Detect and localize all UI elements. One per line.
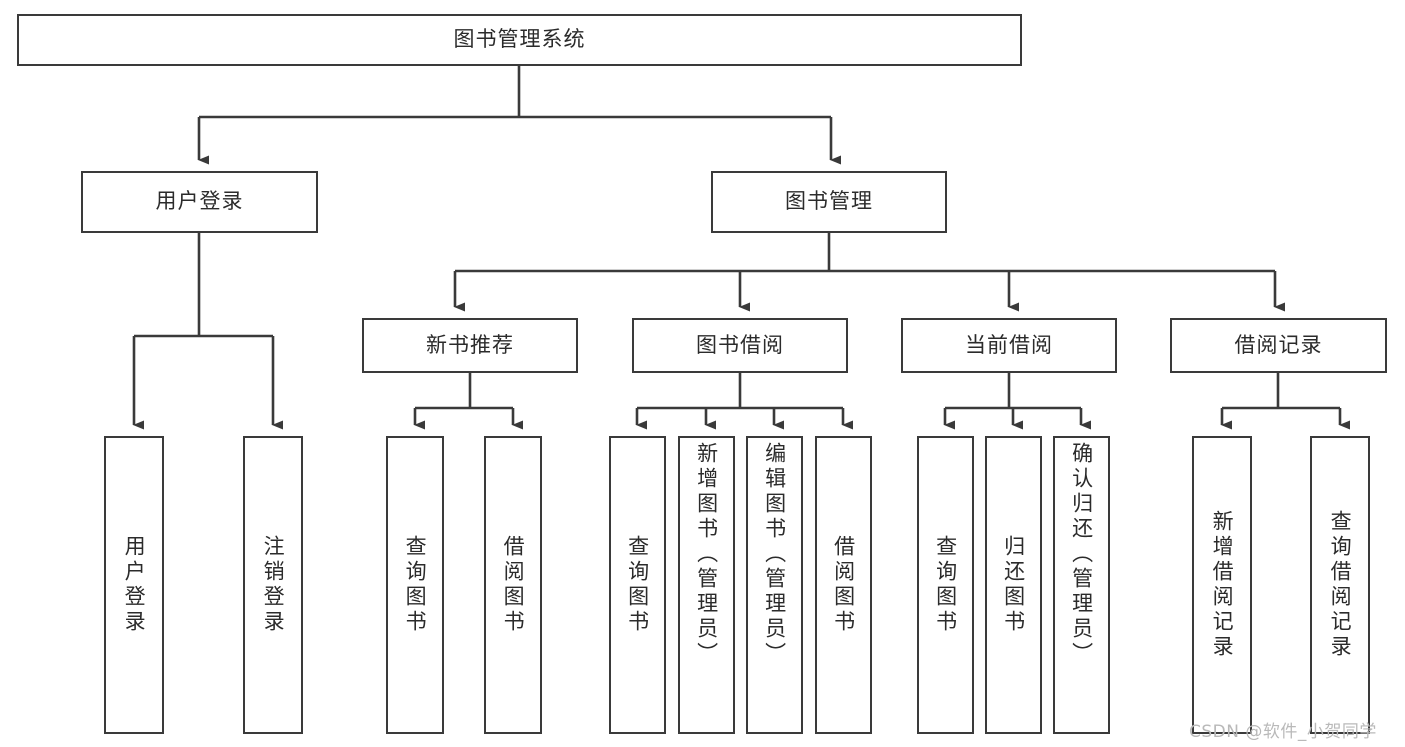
node-label: 确认归还（管理员） [1069,442,1094,667]
node-label: 新增图书（管理员） [694,442,719,667]
leaf-query-book-borrow[interactable]: 查询图书 [609,436,666,734]
leaf-borrow-book[interactable]: 借阅图书 [815,436,872,734]
leaf-add-book-admin[interactable]: 新增图书（管理员） [678,436,735,734]
node-label: 查询图书 [933,535,958,635]
node-label: 查询图书 [403,535,428,635]
node-label: 查询图书 [625,535,650,635]
node-label: 归还图书 [1001,535,1026,635]
node-label: 借阅记录 [1234,332,1323,357]
csdn-watermark: CSDN @软件_小贺同学 [1189,722,1377,742]
node-book-borrow[interactable]: 图书借阅 [632,318,848,373]
node-label: 编辑图书（管理员） [762,442,787,667]
node-current-borrow[interactable]: 当前借阅 [901,318,1117,373]
node-label: 用户登录 [122,535,147,635]
leaf-return-book[interactable]: 归还图书 [985,436,1042,734]
leaf-confirm-return-admin[interactable]: 确认归还（管理员） [1053,436,1110,734]
node-root-title[interactable]: 图书管理系统 [17,14,1022,66]
leaf-query-borrow-record[interactable]: 查询借阅记录 [1310,436,1370,734]
leaf-add-borrow-record[interactable]: 新增借阅记录 [1192,436,1252,734]
node-label: 图书借阅 [696,332,784,357]
node-book-management[interactable]: 图书管理 [711,171,947,233]
node-user-login[interactable]: 用户登录 [81,171,318,233]
node-label: 图书管理系统 [453,27,586,52]
node-label: 图书管理 [785,189,873,214]
node-label: 新增借阅记录 [1210,510,1235,660]
node-label: 用户登录 [155,189,244,214]
node-label: 注销登录 [261,535,286,635]
node-new-book-recommend[interactable]: 新书推荐 [362,318,578,373]
node-label: 查询借阅记录 [1328,510,1353,660]
leaf-borrow-book-recommend[interactable]: 借阅图书 [484,436,542,734]
leaf-query-book-recommend[interactable]: 查询图书 [386,436,444,734]
node-label: 新书推荐 [426,332,514,357]
leaf-user-login[interactable]: 用户登录 [104,436,164,734]
leaf-edit-book-admin[interactable]: 编辑图书（管理员） [746,436,803,734]
node-label: 借阅图书 [831,535,856,635]
node-label: 借阅图书 [501,535,526,635]
node-label: 当前借阅 [965,332,1053,357]
leaf-query-book-current[interactable]: 查询图书 [917,436,974,734]
leaf-logout-login[interactable]: 注销登录 [243,436,303,734]
node-borrow-record[interactable]: 借阅记录 [1170,318,1387,373]
